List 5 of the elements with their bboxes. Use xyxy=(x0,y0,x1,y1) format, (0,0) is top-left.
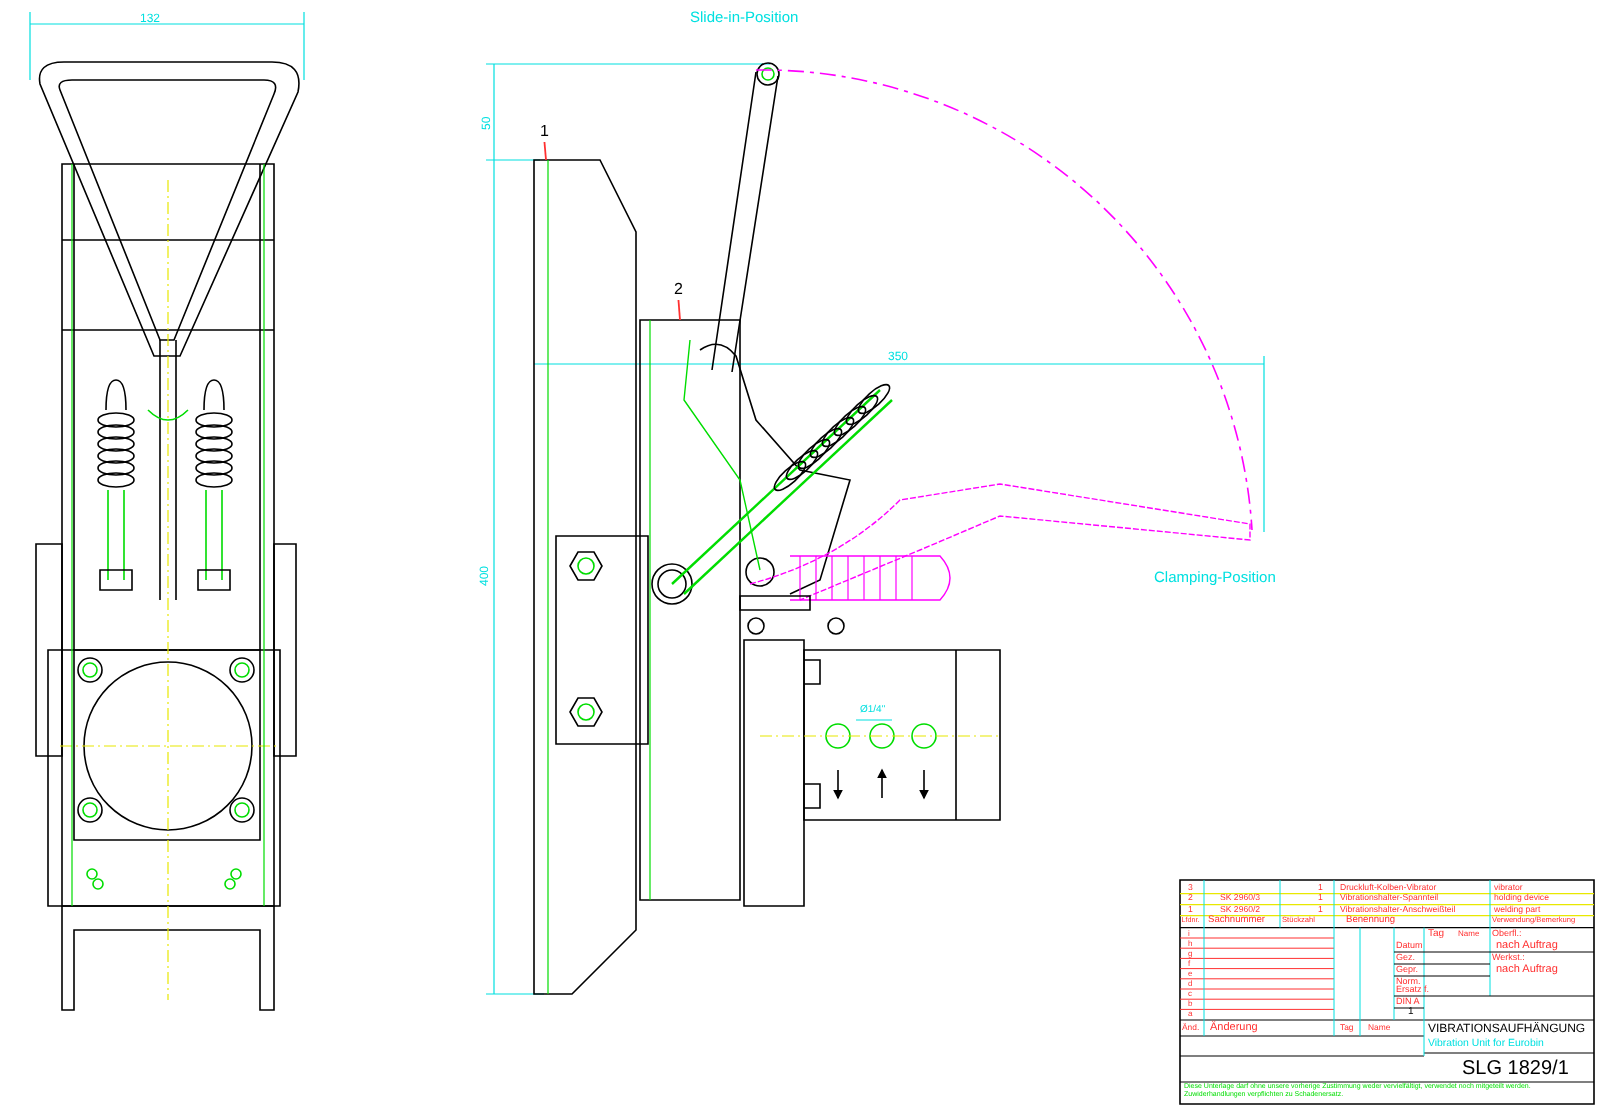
title-block-text: SLG 1829/1 xyxy=(1462,1059,1569,1079)
callout-number: 1 xyxy=(540,124,549,140)
leader-line xyxy=(677,299,681,321)
leader-line xyxy=(543,141,547,161)
callout-number: 2 xyxy=(674,282,683,298)
